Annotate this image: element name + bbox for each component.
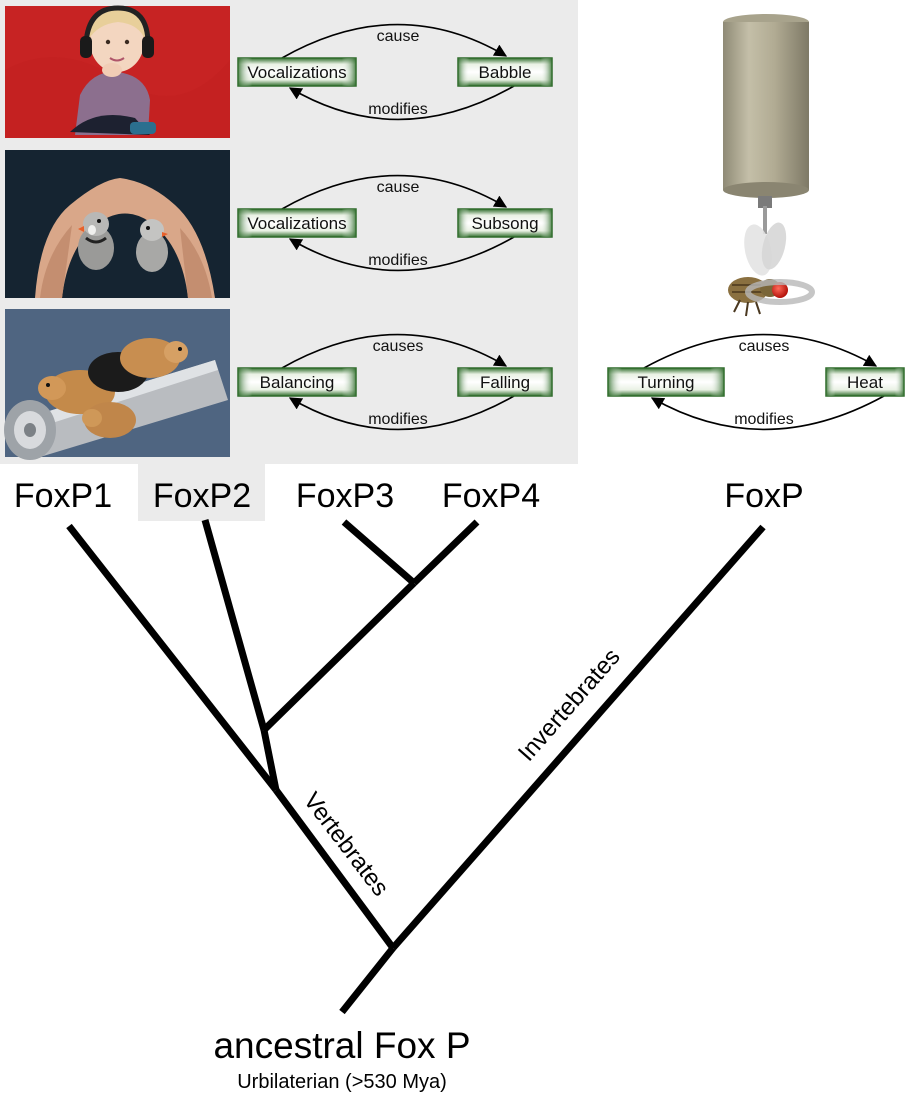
loop-box-label: Turning <box>637 373 694 392</box>
gene-label-foxp2: FoxP2 <box>153 477 251 515</box>
arrow-top-arc <box>281 23 508 59</box>
loop-box-label: Vocalizations <box>247 63 346 82</box>
loop-box-label: Babble <box>479 63 532 82</box>
arc-label-bottom: modifies <box>368 411 428 428</box>
arc-label-bottom: modifies <box>368 101 428 118</box>
branch-foxp3 <box>341 519 417 586</box>
loop-box-left: Vocalizations <box>237 57 357 87</box>
root-subtitle: Urbilaterian (>530 Mya) <box>237 1071 447 1093</box>
arc-label-top: causes <box>739 338 790 355</box>
arc-label-top: cause <box>377 179 420 196</box>
arrow-bottom-arc <box>288 395 515 431</box>
feedback-loop: Turning Heat causes modifies <box>607 333 905 431</box>
loop-box-label: Heat <box>847 373 883 392</box>
loop-box-label: Vocalizations <box>247 214 346 233</box>
arrow-top-arc <box>643 333 878 369</box>
arc-label-bottom: modifies <box>734 411 794 428</box>
branch-root <box>339 945 396 1015</box>
arrow-bottom-arc <box>650 395 885 431</box>
gene-label-foxp4: FoxP4 <box>442 477 540 515</box>
arrow-bottom-arc <box>288 236 515 272</box>
feedback-loop: Vocalizations Babble cause modifies <box>237 23 553 121</box>
gene-label-foxp3: FoxP3 <box>296 477 394 515</box>
loop-box-left: Turning <box>607 367 725 397</box>
gene-label-foxp: FoxP <box>724 477 803 515</box>
branch-vertebrate-inner <box>260 729 280 791</box>
arc-label-bottom: modifies <box>368 252 428 269</box>
loop-box-label: Balancing <box>260 373 335 392</box>
root-title: ancestral Fox P <box>213 1025 470 1066</box>
loop-box-right: Subsong <box>457 208 553 238</box>
branch-foxp4 <box>411 519 480 586</box>
phylogenetic-tree <box>66 519 766 1015</box>
zebra-finches-in-hands-photo <box>5 150 230 298</box>
feedback-loop: Balancing Falling causes modifies <box>237 333 553 431</box>
toddler-with-headphones-photo <box>5 5 230 139</box>
loop-box-label: Subsong <box>471 214 538 233</box>
arc-label-top: cause <box>377 28 420 45</box>
gene-label-foxp1: FoxP1 <box>14 477 112 515</box>
loop-box-right: Heat <box>825 367 905 397</box>
arrow-bottom-arc <box>288 85 515 121</box>
branch-foxp3-foxp4-ancestor <box>261 580 417 733</box>
branch-vertebrates <box>273 787 396 951</box>
loop-box-right: Falling <box>457 367 553 397</box>
loop-box-right: Babble <box>457 57 553 87</box>
foxp2-highlight-tab <box>138 464 265 521</box>
feedback-loop: Vocalizations Subsong cause modifies <box>237 174 553 272</box>
loop-box-left: Vocalizations <box>237 208 357 238</box>
mice-on-rotarod-photo <box>4 309 230 460</box>
arrow-top-arc <box>281 333 508 369</box>
fly-flight-simulator-illustration <box>723 14 815 317</box>
branch-invertebrates <box>390 524 766 951</box>
branch-foxp1 <box>66 523 279 793</box>
arrow-top-arc <box>281 174 508 210</box>
loop-box-label: Falling <box>480 373 530 392</box>
loop-box-left: Balancing <box>237 367 357 397</box>
arc-label-top: causes <box>373 338 424 355</box>
branch-foxp2 <box>201 519 268 731</box>
